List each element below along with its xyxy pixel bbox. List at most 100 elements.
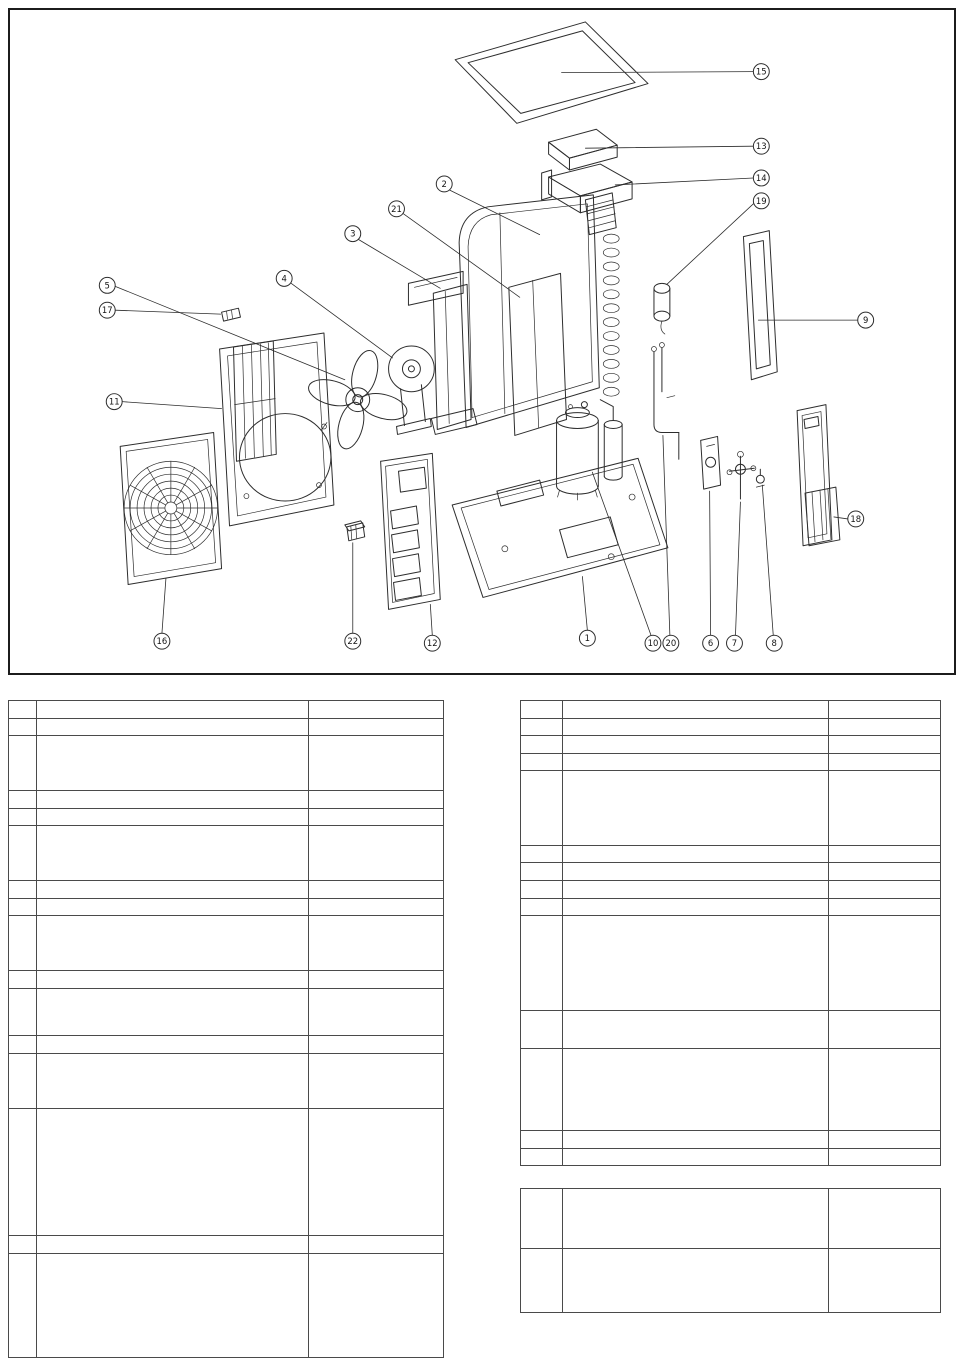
table-row <box>8 718 444 736</box>
callout-18: 18 <box>833 510 865 528</box>
table-cell <box>562 1148 829 1166</box>
table-cell <box>8 880 37 899</box>
table-cell <box>562 1048 829 1131</box>
table-cell <box>562 753 829 771</box>
exploded-view-frame: 1 2 3 4 5 6 7 <box>8 8 956 675</box>
callout-label: 3 <box>350 229 355 239</box>
table-cell <box>8 735 37 791</box>
table-cell <box>36 988 309 1036</box>
callout-label: 22 <box>347 636 358 646</box>
table-cell <box>8 970 37 989</box>
table-row <box>8 988 444 1036</box>
table-row <box>8 1108 444 1236</box>
table-row <box>8 898 444 916</box>
table-cell <box>828 862 941 881</box>
table-cell <box>308 1253 444 1358</box>
electrical-box <box>541 163 633 236</box>
callout-4: 4 <box>275 269 393 359</box>
table-cell <box>8 700 37 719</box>
callout-10: 10 <box>591 471 662 652</box>
callout-21: 21 <box>388 200 521 298</box>
table-cell <box>562 1248 829 1313</box>
table-row <box>8 1235 444 1254</box>
callout-label: 9 <box>863 315 868 325</box>
capacitor <box>653 282 671 335</box>
table-cell <box>36 915 309 971</box>
table-cell <box>520 845 563 863</box>
callout-label: 1 <box>585 633 590 643</box>
table-cell <box>308 1035 444 1054</box>
table-cell <box>36 898 309 916</box>
table-cell <box>828 1048 941 1131</box>
table-cell <box>8 1108 37 1236</box>
table-cell <box>520 1048 563 1131</box>
table-cell <box>8 1035 37 1054</box>
table-cell <box>562 915 829 1011</box>
callout-label: 2 <box>442 179 447 189</box>
callout-label: 17 <box>102 305 113 315</box>
table-cell <box>36 1108 309 1236</box>
table-cell <box>36 1035 309 1054</box>
front-frame <box>219 332 335 527</box>
callout-16: 16 <box>153 578 171 650</box>
table-cell <box>308 988 444 1036</box>
condenser-coil-fins <box>602 233 620 397</box>
table-cell <box>520 1130 563 1149</box>
table-row <box>8 735 444 791</box>
table-row <box>8 1253 444 1358</box>
table-cell <box>308 880 444 899</box>
table-cell <box>308 1235 444 1254</box>
table-row <box>8 1053 444 1109</box>
table-cell <box>8 1235 37 1254</box>
fan-blade <box>308 349 408 450</box>
table-cell <box>520 718 563 736</box>
front-louver-panel <box>380 452 441 610</box>
table-cell <box>520 1188 563 1249</box>
table-cell <box>520 753 563 771</box>
small-block-part <box>344 520 366 542</box>
rear-grille <box>458 194 600 428</box>
table-cell <box>8 790 37 809</box>
table-row <box>520 1010 941 1049</box>
foam-block <box>548 128 618 171</box>
table-row <box>520 1188 941 1249</box>
table-cell <box>36 1053 309 1109</box>
table-cell <box>308 718 444 736</box>
table-row <box>520 753 941 771</box>
table-cell <box>828 1188 941 1249</box>
partition-panel <box>508 272 567 436</box>
callout-2: 2 <box>435 175 541 236</box>
table-cell <box>308 808 444 826</box>
callout-19: 19 <box>666 192 770 285</box>
small-valve <box>755 468 765 488</box>
table-cell <box>562 898 829 916</box>
table-cell <box>8 915 37 971</box>
table-cell <box>36 970 309 989</box>
pipe-assembly <box>651 342 680 460</box>
table-cell <box>520 770 563 846</box>
table-cell <box>520 1148 563 1166</box>
table-cell <box>8 808 37 826</box>
table-cell <box>36 700 309 719</box>
exploded-view-diagram: 1 2 3 4 5 6 7 <box>98 21 875 652</box>
table-cell <box>562 700 829 719</box>
callout-label: 5 <box>105 280 110 290</box>
table-cell <box>308 825 444 881</box>
accumulator <box>599 399 623 481</box>
table-cell <box>8 1253 37 1358</box>
parts-table-left <box>8 700 444 1358</box>
valve-plate <box>700 435 722 490</box>
table-row <box>520 1130 941 1149</box>
top-cover-panel <box>454 21 649 124</box>
table-cell <box>828 845 941 863</box>
table-row <box>520 735 941 754</box>
table-row <box>520 770 941 846</box>
callout-6: 6 <box>702 490 720 652</box>
table-cell <box>828 1010 941 1049</box>
callout-13: 13 <box>584 137 770 155</box>
callout-label: 11 <box>109 397 120 407</box>
fixing-clip <box>221 307 241 322</box>
compressor <box>556 401 599 501</box>
callout-label: 15 <box>756 67 767 77</box>
callout-label: 7 <box>732 638 737 648</box>
